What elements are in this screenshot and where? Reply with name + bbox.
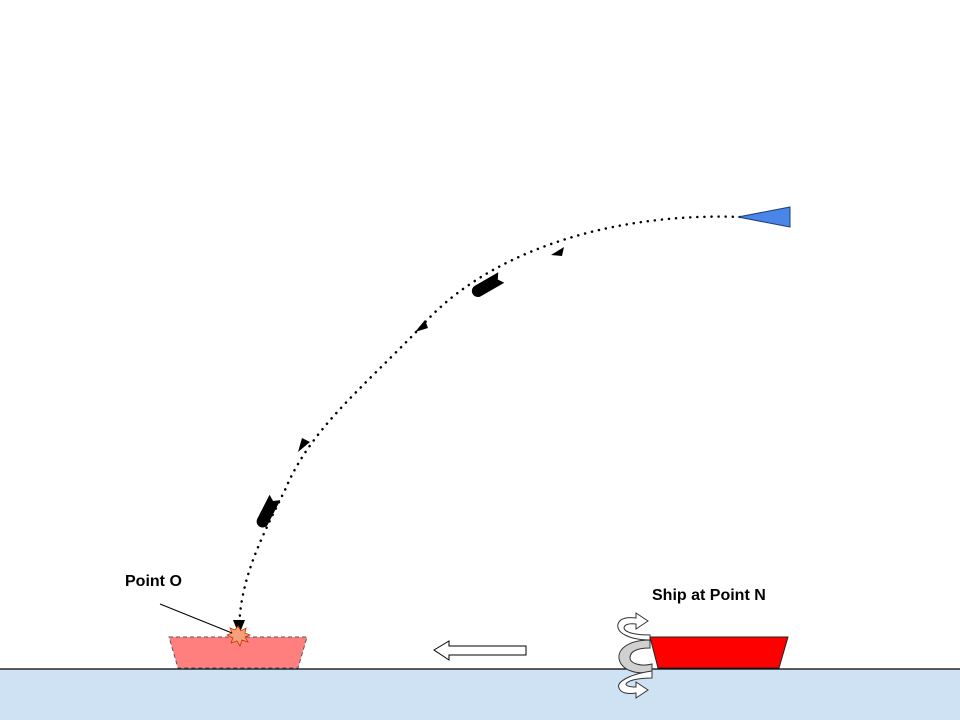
- direction-arrow-icon: [415, 320, 428, 332]
- rotation-arrow-icon: [617, 612, 653, 699]
- launcher-icon: [737, 206, 791, 228]
- point-o-leader-line: [159, 603, 233, 634]
- ship: [649, 636, 789, 669]
- direction-arrow-icon: [551, 247, 564, 256]
- ship-at-point-n-label: Ship at Point N: [652, 587, 766, 604]
- missile-trajectory: [237, 215, 742, 632]
- explosion-icon: [226, 625, 252, 647]
- ship-previous-position: [168, 636, 308, 669]
- missile-icon: [471, 272, 505, 297]
- direction-arrow-icon: [298, 438, 310, 452]
- sea: [0, 669, 960, 720]
- missile-icon: [256, 494, 281, 528]
- point-o-label: Point O: [125, 573, 182, 590]
- movement-arrow-icon: [433, 640, 527, 661]
